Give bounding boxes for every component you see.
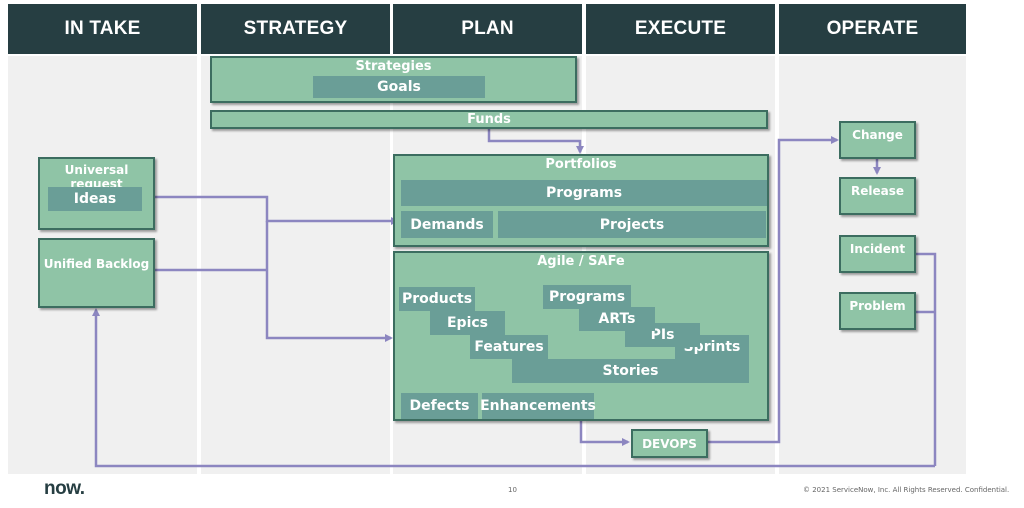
defects-box: Defects	[401, 393, 478, 419]
devops-label: DEVOPS	[642, 436, 697, 451]
change-box: Change	[839, 121, 916, 159]
demands-box: Demands	[401, 211, 493, 238]
portfolios-label: Portfolios	[545, 157, 617, 172]
incident-label: Incident	[849, 242, 906, 256]
agile-programs-box: Programs	[543, 285, 631, 309]
header-plan: PLAN	[393, 4, 582, 54]
universal-request-box: Universal request Ideas	[38, 157, 155, 230]
stories-box: Stories	[512, 359, 749, 383]
release-box: Release	[839, 177, 916, 215]
unified-backlog-label: Unified Backlog	[43, 257, 150, 271]
problem-box: Problem	[839, 292, 916, 330]
agile-safe-box: Agile / SAFe Stories Features Epics Prod…	[393, 251, 769, 421]
programs-box: Programs	[401, 180, 767, 206]
enhancements-box: Enhancements	[480, 393, 596, 419]
portfolios-box: Portfolios Programs Demands Projects	[393, 154, 769, 247]
epics-box: Epics	[430, 311, 505, 335]
goals-box: Goals	[313, 76, 485, 98]
servicenow-logo: now.	[44, 478, 85, 499]
funds-label: Funds	[467, 112, 511, 127]
arts-box: ARTs	[579, 307, 655, 331]
features-box: Features	[470, 335, 548, 359]
strategies-label: Strategies	[355, 59, 432, 74]
header-operate: OPERATE	[779, 4, 966, 54]
problem-label: Problem	[849, 299, 906, 313]
funds-box: Funds	[210, 110, 768, 129]
copyright-notice: © 2021 ServiceNow, Inc. All Rights Reser…	[803, 486, 1010, 494]
change-label: Change	[852, 128, 903, 142]
header-intake: IN TAKE	[8, 4, 197, 54]
ideas-box: Ideas	[48, 187, 142, 211]
agile-safe-label: Agile / SAFe	[537, 254, 625, 269]
unified-backlog-box: Unified Backlog	[38, 238, 155, 308]
release-label: Release	[850, 184, 904, 198]
projects-box: Projects	[498, 211, 766, 238]
strategies-box: Strategies Goals	[210, 56, 577, 103]
devops-box: DEVOPS	[631, 429, 708, 458]
header-execute: EXECUTE	[586, 4, 775, 54]
page-number: 10	[508, 486, 517, 494]
products-box: Products	[399, 287, 475, 311]
incident-box: Incident	[839, 235, 916, 273]
header-strategy: STRATEGY	[201, 4, 390, 54]
